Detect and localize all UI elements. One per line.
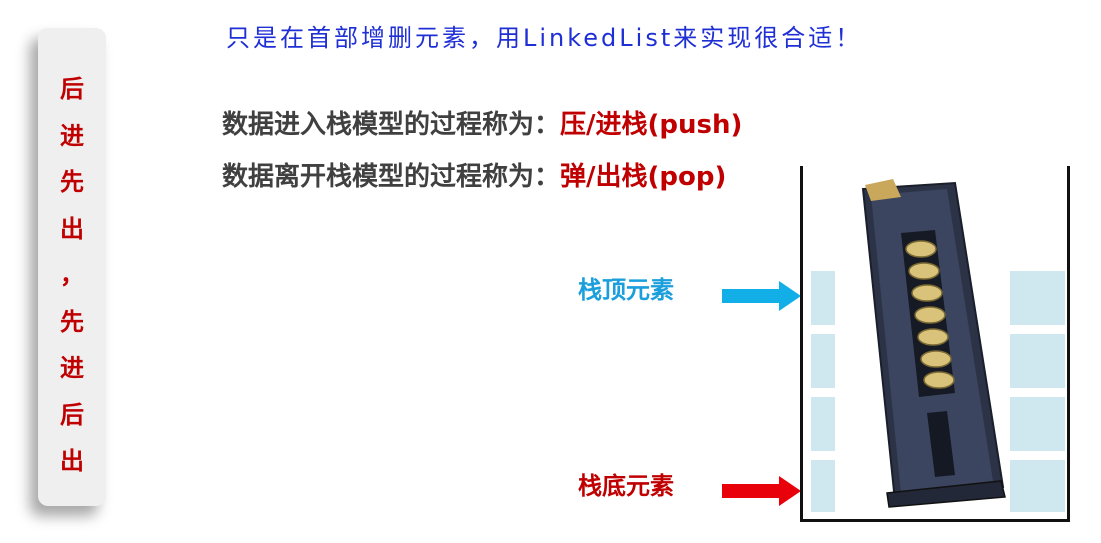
side-banner: 后 进 先 出 ， 先 进 后 出 <box>38 28 106 506</box>
top-element-label: 栈顶元素 <box>578 276 674 304</box>
arrow-right-icon <box>722 476 801 506</box>
bottom-element-label: 栈底元素 <box>578 472 674 500</box>
side-banner-char: 先 <box>60 307 84 336</box>
side-banner-char: 后 <box>60 400 84 429</box>
side-banner-char: 先 <box>60 168 84 196</box>
side-banner-char: 出 <box>60 214 84 243</box>
arrow-right-icon <box>722 281 801 311</box>
pop-definition: 数据离开栈模型的过程称为：弹/出栈(pop) <box>222 156 726 193</box>
magazine-illustration <box>835 175 1010 515</box>
top-note: 只是在首部增删元素，用LinkedList来实现很合适！ <box>226 24 863 52</box>
side-banner-char: ， <box>60 261 84 289</box>
side-banner-text: 后 进 先 出 ， 先 进 后 出 <box>38 66 106 485</box>
push-definition: 数据进入栈模型的过程称为：压/进栈(push) <box>222 104 742 141</box>
pop-definition-prefix: 数据离开栈模型的过程称为： <box>222 162 561 192</box>
push-definition-prefix: 数据进入栈模型的过程称为： <box>222 110 561 140</box>
push-term: 压/进栈(push) <box>560 110 743 140</box>
side-banner-char: 进 <box>60 121 84 150</box>
side-banner-char: 出 <box>60 447 84 475</box>
side-banner-char: 进 <box>60 354 84 382</box>
pop-term: 弹/出栈(pop) <box>560 162 727 192</box>
side-banner-char: 后 <box>60 75 84 103</box>
